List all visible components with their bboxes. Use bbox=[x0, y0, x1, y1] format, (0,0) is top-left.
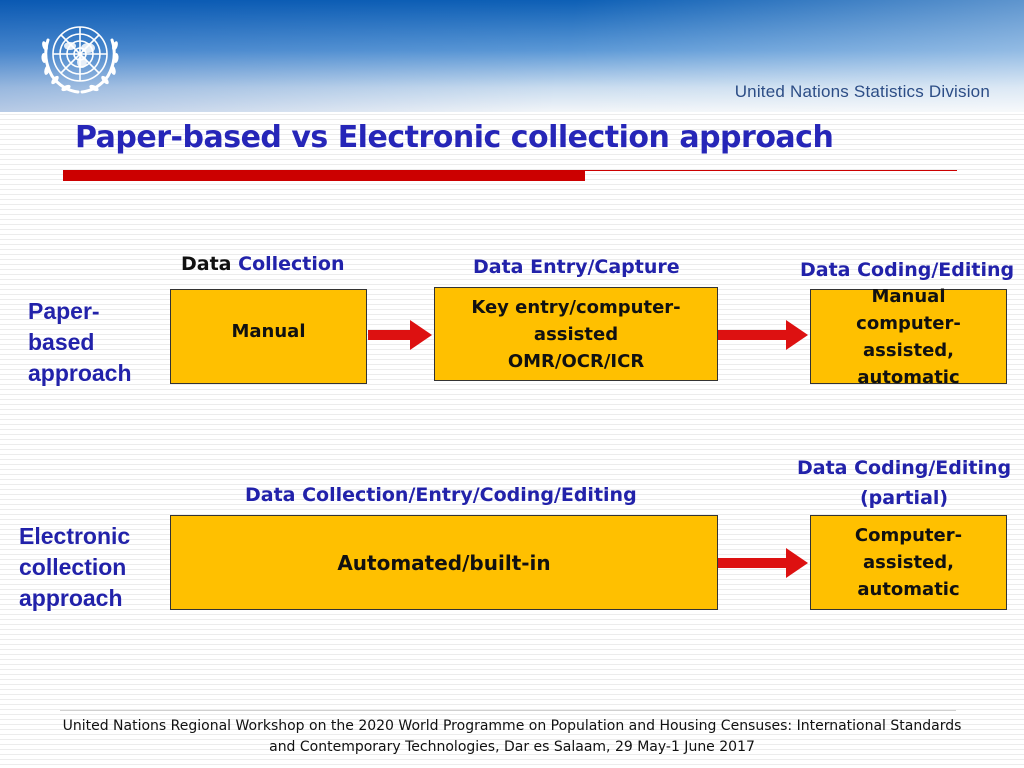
paper-row-label: Paper- based approach bbox=[28, 298, 132, 386]
footer-divider bbox=[60, 710, 956, 711]
title-underline-line bbox=[585, 170, 957, 171]
arrow-right-icon bbox=[718, 320, 808, 350]
box-computer-assisted: Computer-assisted, automatic bbox=[810, 515, 1007, 610]
box-coding-editing: Manual computer-assisted, automatic bbox=[810, 286, 1007, 388]
un-emblem-icon bbox=[41, 26, 119, 94]
box-key-entry: Key entry/computer-assisted OMR/OCR/ICR bbox=[434, 287, 718, 381]
stage-heading-data-entry: Data Entry/Capture bbox=[473, 256, 680, 278]
box-automated: Automated/built-in bbox=[170, 515, 718, 610]
footer-text: United Nations Regional Workshop on the … bbox=[62, 718, 962, 755]
title-underline-bar bbox=[63, 170, 585, 181]
stage-heading-coding-partial: Data Coding/Editing (partial) bbox=[797, 457, 1012, 509]
header-banner: United Nations Statistics Division bbox=[0, 0, 1024, 112]
stage-heading-collection-entry-coding: Data Collection/Entry/Coding/Editing bbox=[245, 484, 637, 506]
slide-title: Paper-based vs Electronic collection app… bbox=[75, 120, 834, 155]
box-manual-collection: Manual bbox=[170, 289, 367, 384]
arrow-right-icon bbox=[718, 548, 808, 578]
stage-heading-data-coding: Data Coding/Editing bbox=[800, 259, 1015, 281]
division-name: United Nations Statistics Division bbox=[734, 82, 990, 101]
arrow-right-icon bbox=[368, 320, 432, 350]
banner-gradient bbox=[0, 0, 1024, 112]
stage-heading-data-collection: Data Collection bbox=[181, 253, 345, 275]
electronic-row-label: Electronic collection approach bbox=[19, 523, 131, 611]
